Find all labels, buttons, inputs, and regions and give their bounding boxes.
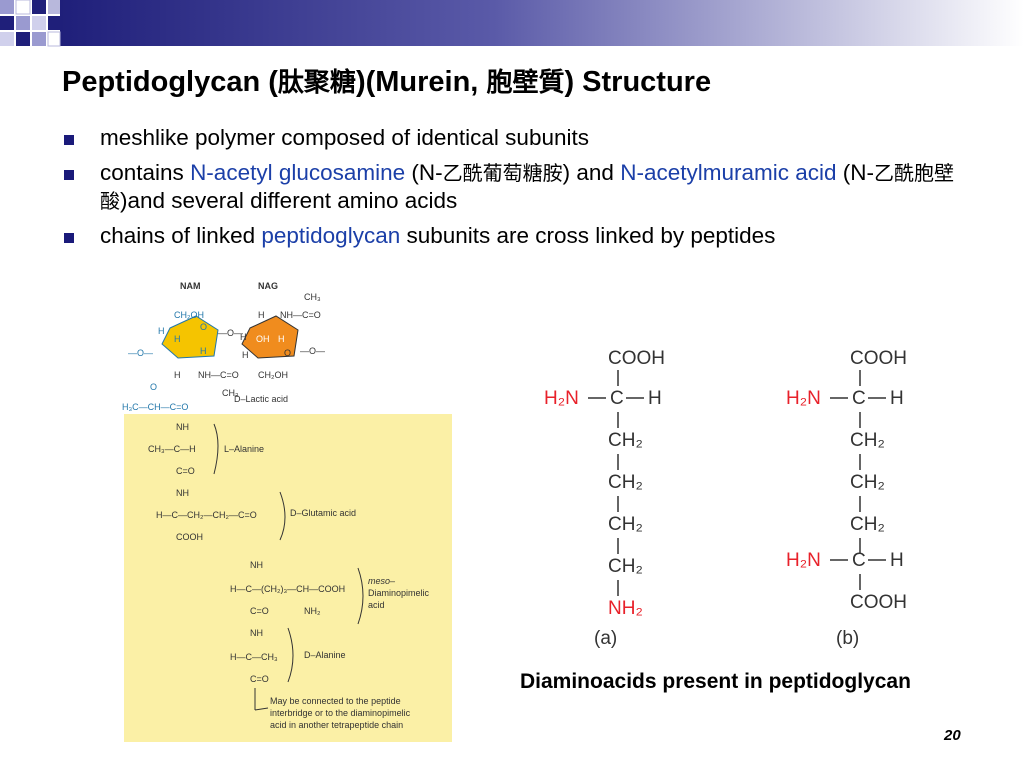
svg-text:H: H [648, 388, 662, 409]
svg-text:May be connected to the peptid: May be connected to the peptide [270, 696, 401, 706]
figure-caption: Diaminoacids present in peptidoglycan [520, 670, 911, 693]
svg-text:H: H [278, 334, 285, 344]
svg-text:CH₂: CH₂ [608, 514, 643, 535]
svg-text:C: C [610, 388, 624, 409]
diaminoacid-structures-figure: COOH H₂N C H CH₂ CH₂ CH₂ CH₂ NH₂ (a) COO… [544, 348, 907, 649]
svg-text:H₂N: H₂N [544, 388, 579, 409]
svg-text:NH₂: NH₂ [608, 598, 643, 619]
bullet-item: meshlike polymer composed of identical s… [62, 124, 1012, 152]
svg-text:O: O [284, 348, 291, 358]
svg-text:acid: acid [368, 600, 385, 610]
svg-text:CH₂: CH₂ [850, 430, 885, 451]
svg-text:interbridge or to the diaminop: interbridge or to the diaminopimelic [270, 708, 411, 718]
svg-text:Diaminopimelic: Diaminopimelic [368, 588, 430, 598]
svg-text:H: H [158, 326, 165, 336]
svg-text:H: H [890, 550, 904, 571]
svg-text:H: H [174, 334, 181, 344]
svg-text:CH₂: CH₂ [850, 472, 885, 493]
svg-text:(a): (a) [594, 628, 617, 649]
svg-text:NAG: NAG [258, 281, 278, 291]
page-number: 20 [944, 727, 961, 744]
svg-text:H—C—CH₂—CH₂—C=O: H—C—CH₂—CH₂—C=O [156, 510, 257, 520]
svg-text:L–Alanine: L–Alanine [224, 444, 264, 454]
bullet-item: contains N-acetyl glucosamine (N-乙酰葡萄糖胺)… [62, 159, 1012, 215]
svg-text:COOH: COOH [176, 532, 203, 542]
svg-text:H: H [174, 370, 181, 380]
svg-text:NH: NH [250, 560, 263, 570]
svg-text:H: H [242, 350, 249, 360]
svg-text:C=O: C=O [250, 606, 269, 616]
svg-text:CH₃: CH₃ [222, 388, 239, 398]
svg-text:NH: NH [176, 422, 189, 432]
svg-text:H₃C—CH—C=O: H₃C—CH—C=O [122, 402, 188, 412]
svg-text:NH₂: NH₂ [304, 606, 321, 616]
svg-text:C=O: C=O [176, 466, 195, 476]
svg-text:COOH: COOH [608, 348, 665, 369]
svg-text:meso–: meso– [368, 576, 396, 586]
square-bullet-icon [64, 135, 74, 145]
svg-text:H₂N: H₂N [786, 550, 821, 571]
svg-text:CH₂OH: CH₂OH [258, 370, 288, 380]
svg-text:H: H [200, 346, 207, 356]
svg-text:COOH: COOH [850, 592, 907, 613]
svg-text:NH—C=O: NH—C=O [198, 370, 239, 380]
svg-text:D–Lactic acid: D–Lactic acid [234, 394, 288, 404]
peptidoglycan-subunit-figure: NAM NAG CH₂OH H O H H —O— H NH—C=O CH₃ O… [122, 281, 452, 742]
svg-text:C: C [852, 388, 866, 409]
svg-text:—O—: —O— [218, 328, 243, 338]
svg-text:O: O [200, 322, 207, 332]
svg-text:OH: OH [256, 334, 270, 344]
square-bullet-icon [64, 170, 74, 180]
svg-text:CH₃: CH₃ [304, 292, 321, 302]
svg-text:H: H [240, 332, 247, 342]
svg-text:H—C—(CH₂)₃—CH—COOH: H—C—(CH₂)₃—CH—COOH [230, 584, 345, 594]
svg-text:NH: NH [176, 488, 189, 498]
bullet-list: meshlike polymer composed of identical s… [62, 124, 1012, 257]
square-bullet-icon [64, 233, 74, 243]
svg-text:NH: NH [250, 628, 263, 638]
svg-text:(b): (b) [836, 628, 859, 649]
svg-text:NAM: NAM [180, 281, 201, 291]
svg-text:—O—: —O— [128, 348, 153, 358]
svg-text:CH₂: CH₂ [608, 430, 643, 451]
svg-text:COOH: COOH [850, 348, 907, 369]
svg-text:acid in another tetrapeptide c: acid in another tetrapeptide chain [270, 720, 403, 730]
svg-text:NH—C=O: NH—C=O [280, 310, 321, 320]
bullet-item: chains of linked peptidoglycan subunits … [62, 222, 1012, 250]
svg-text:CH₂: CH₂ [850, 514, 885, 535]
svg-text:H₂N: H₂N [786, 388, 821, 409]
svg-text:CH₃—C—H: CH₃—C—H [148, 444, 196, 454]
svg-text:C: C [852, 550, 866, 571]
header-banner [0, 0, 1024, 47]
svg-text:—O—: —O— [300, 346, 325, 356]
svg-text:CH₂: CH₂ [608, 556, 643, 577]
svg-text:D–Alanine: D–Alanine [304, 650, 346, 660]
svg-text:O: O [150, 382, 157, 392]
svg-text:H—C—CH₃: H—C—CH₃ [230, 652, 278, 662]
svg-text:H: H [258, 310, 265, 320]
svg-text:C=O: C=O [250, 674, 269, 684]
slide-title: Peptidoglycan (肽聚糖)(Murein, 胞壁質) Structu… [62, 66, 712, 98]
svg-text:D–Glutamic acid: D–Glutamic acid [290, 508, 356, 518]
svg-text:CH₂: CH₂ [608, 472, 643, 493]
svg-text:CH₂OH: CH₂OH [174, 310, 204, 320]
svg-text:H: H [890, 388, 904, 409]
